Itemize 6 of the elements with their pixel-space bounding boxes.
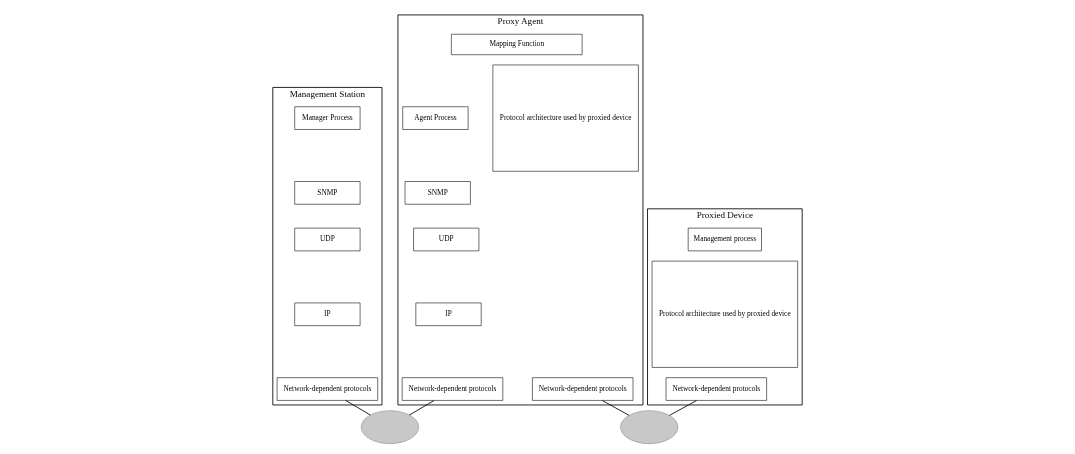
node-cloud	[620, 410, 679, 444]
node-cloud	[360, 410, 419, 444]
connector	[669, 400, 697, 416]
connector	[601, 400, 630, 416]
connector	[345, 400, 371, 416]
connector	[409, 400, 435, 416]
